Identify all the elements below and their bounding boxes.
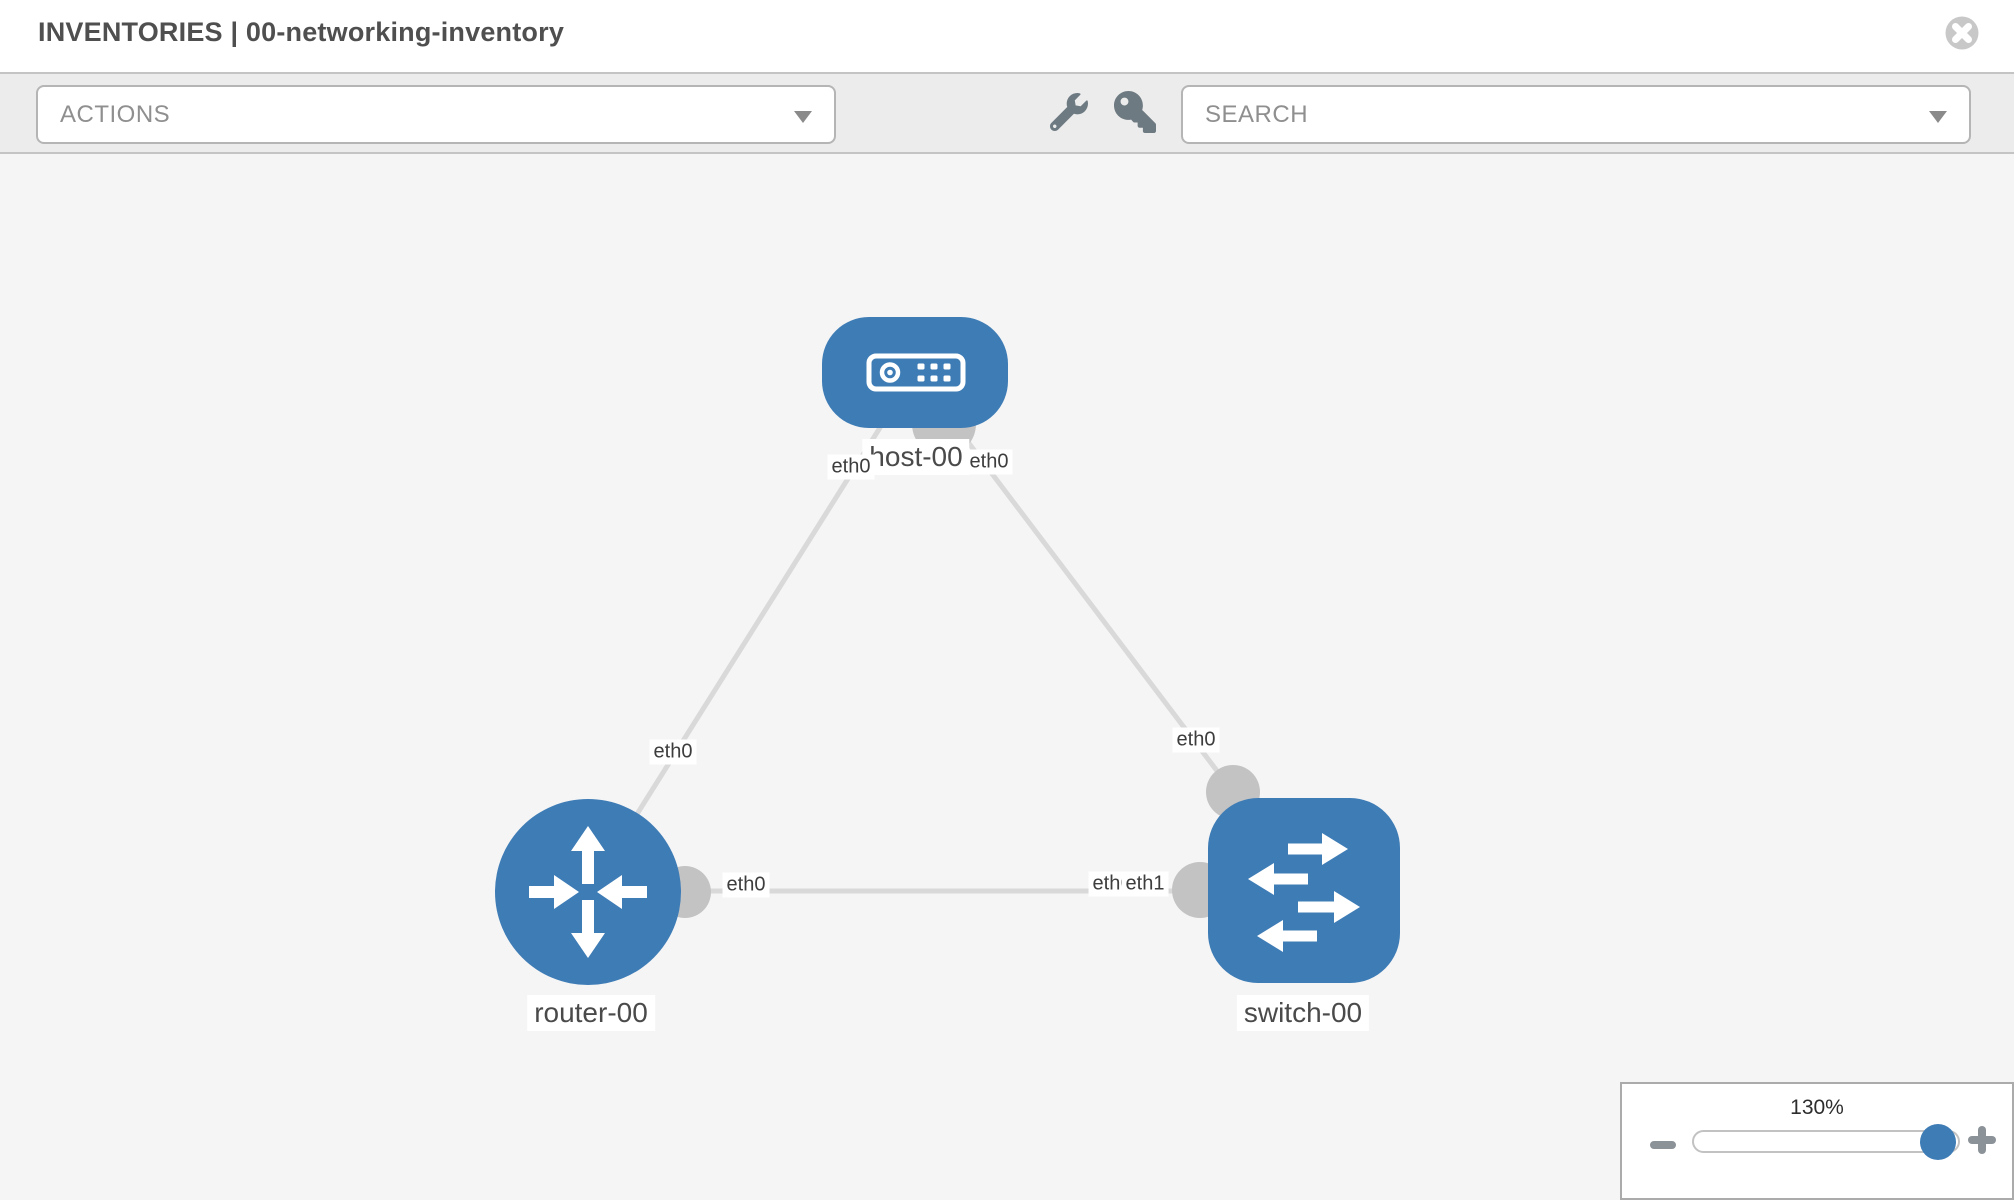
node-router[interactable] (495, 799, 681, 985)
chevron-down-icon (794, 111, 812, 123)
zoom-slider-track[interactable] (1692, 1124, 1960, 1160)
close-icon (1945, 16, 1979, 50)
minus-icon (1650, 1141, 1676, 1149)
actions-dropdown[interactable]: ACTIONS (36, 85, 836, 144)
topology-canvas[interactable]: host-00 router-00 switch-00 eth0 eth0 et… (0, 154, 2014, 1200)
search-dropdown-label: SEARCH (1205, 100, 1309, 128)
zoom-level-label: 130% (1790, 1096, 1844, 1119)
key-icon (1114, 91, 1156, 133)
zoom-panel: 130% (1620, 1082, 2014, 1200)
close-button[interactable] (1944, 15, 1980, 51)
node-label-router: router-00 (527, 995, 655, 1031)
node-host[interactable] (822, 317, 1008, 428)
router-arrows-icon (529, 826, 647, 958)
search-dropdown[interactable]: SEARCH (1181, 85, 1971, 144)
wrench-icon (1049, 93, 1088, 132)
iface-label-host-to-switch: eth0 (965, 449, 1013, 475)
iface-label-host-to-router: eth0 (827, 454, 875, 480)
plus-icon (1968, 1126, 1996, 1154)
topology-svg (495, 317, 1400, 985)
zoom-in-button[interactable] (1968, 1126, 1996, 1159)
node-switch[interactable] (1208, 798, 1400, 983)
header: INVENTORIES | 00-networking-inventory (0, 0, 2014, 72)
iface-label-router-to-switch: eth0 (722, 872, 770, 898)
node-label-host: host-00 (862, 439, 970, 475)
server-icon (866, 353, 966, 392)
actions-dropdown-label: ACTIONS (60, 100, 171, 128)
iface-label-router-from-host: eth0 (649, 739, 697, 765)
switch-arrows-icon (1248, 833, 1360, 952)
wrench-button[interactable] (1049, 93, 1088, 136)
node-label-switch: switch-00 (1236, 995, 1370, 1031)
toolbar: ACTIONS SEARCH (0, 72, 2014, 154)
iface-label-switch-from-host: eth0 (1172, 727, 1220, 753)
key-button[interactable] (1114, 91, 1156, 138)
page-title: INVENTORIES | 00-networking-inventory (38, 17, 565, 47)
chevron-down-icon (1929, 111, 1947, 123)
zoom-out-button[interactable] (1650, 1136, 1676, 1154)
zoom-slider-thumb[interactable] (1920, 1124, 1956, 1160)
iface-label-switch-overlap-front: eth1 (1121, 871, 1169, 897)
